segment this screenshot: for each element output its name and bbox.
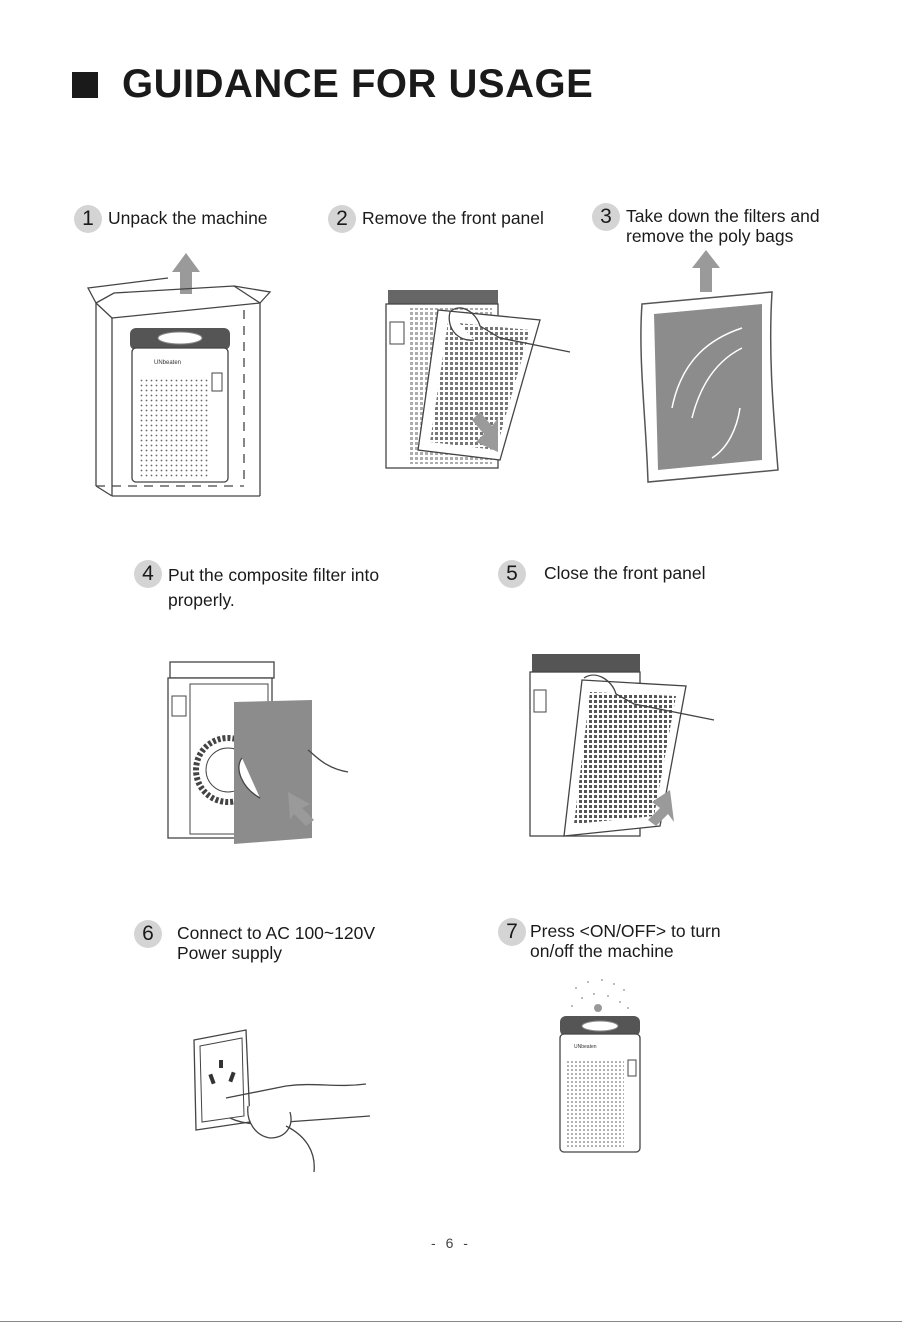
brand-label: UNbeaten	[154, 360, 181, 366]
step-label: Put the composite filter into properly.	[168, 563, 379, 613]
step-number: 1	[74, 205, 102, 233]
arrow-up-icon	[692, 250, 720, 292]
step-7: 7 Press <ON/OFF> to turn on/off the mach…	[498, 921, 721, 961]
step-number: 6	[134, 920, 162, 948]
title-square-icon	[72, 72, 98, 98]
power-plug-illustration	[186, 1026, 376, 1176]
step-label-line: on/off the machine	[530, 941, 721, 961]
page-title: GUIDANCE FOR USAGE	[122, 62, 593, 107]
step-number: 2	[328, 205, 356, 233]
step-label: Connect to AC 100~120V Power supply	[177, 923, 375, 963]
filter-bag-illustration	[632, 248, 792, 488]
step-label-line: Put the composite filter into	[168, 563, 379, 588]
step-label: Unpack the machine	[108, 208, 268, 228]
step-5: 5 Close the front panel	[498, 563, 706, 588]
brand-label: UNbeaten	[574, 1044, 597, 1050]
step-4: 4 Put the composite filter into properly…	[134, 563, 379, 613]
step-number: 3	[592, 203, 620, 231]
close-panel-illustration	[524, 650, 724, 842]
unpack-illustration: UNbeaten	[84, 248, 274, 500]
step-label-line: properly.	[168, 588, 379, 613]
page-header: GUIDANCE FOR USAGE	[72, 62, 593, 107]
step-label-line: remove the poly bags	[626, 226, 820, 246]
page-number: - 6 -	[0, 1235, 902, 1251]
bottom-divider	[0, 1321, 902, 1322]
step-label-line: Press <ON/OFF> to turn	[530, 921, 721, 941]
step-label-line: Connect to AC 100~120V	[177, 923, 375, 943]
step-number: 7	[498, 918, 526, 946]
step-label: Remove the front panel	[362, 208, 544, 228]
step-number: 5	[498, 560, 526, 588]
step-3: 3 Take down the filters and remove the p…	[592, 206, 820, 246]
step-label: Press <ON/OFF> to turn on/off the machin…	[530, 921, 721, 961]
step-number: 4	[134, 560, 162, 588]
insert-filter-illustration	[164, 658, 354, 848]
remove-panel-illustration	[380, 282, 580, 472]
step-label: Take down the filters and remove the pol…	[626, 206, 820, 246]
step-1: 1 Unpack the machine	[74, 208, 268, 233]
step-label: Close the front panel	[544, 563, 706, 583]
step-2: 2 Remove the front panel	[328, 208, 544, 233]
step-6: 6 Connect to AC 100~120V Power supply	[134, 923, 375, 963]
step-label-line: Power supply	[177, 943, 375, 963]
machine-running-illustration: UNbeaten	[554, 976, 646, 1156]
step-label-line: Take down the filters and	[626, 206, 820, 226]
